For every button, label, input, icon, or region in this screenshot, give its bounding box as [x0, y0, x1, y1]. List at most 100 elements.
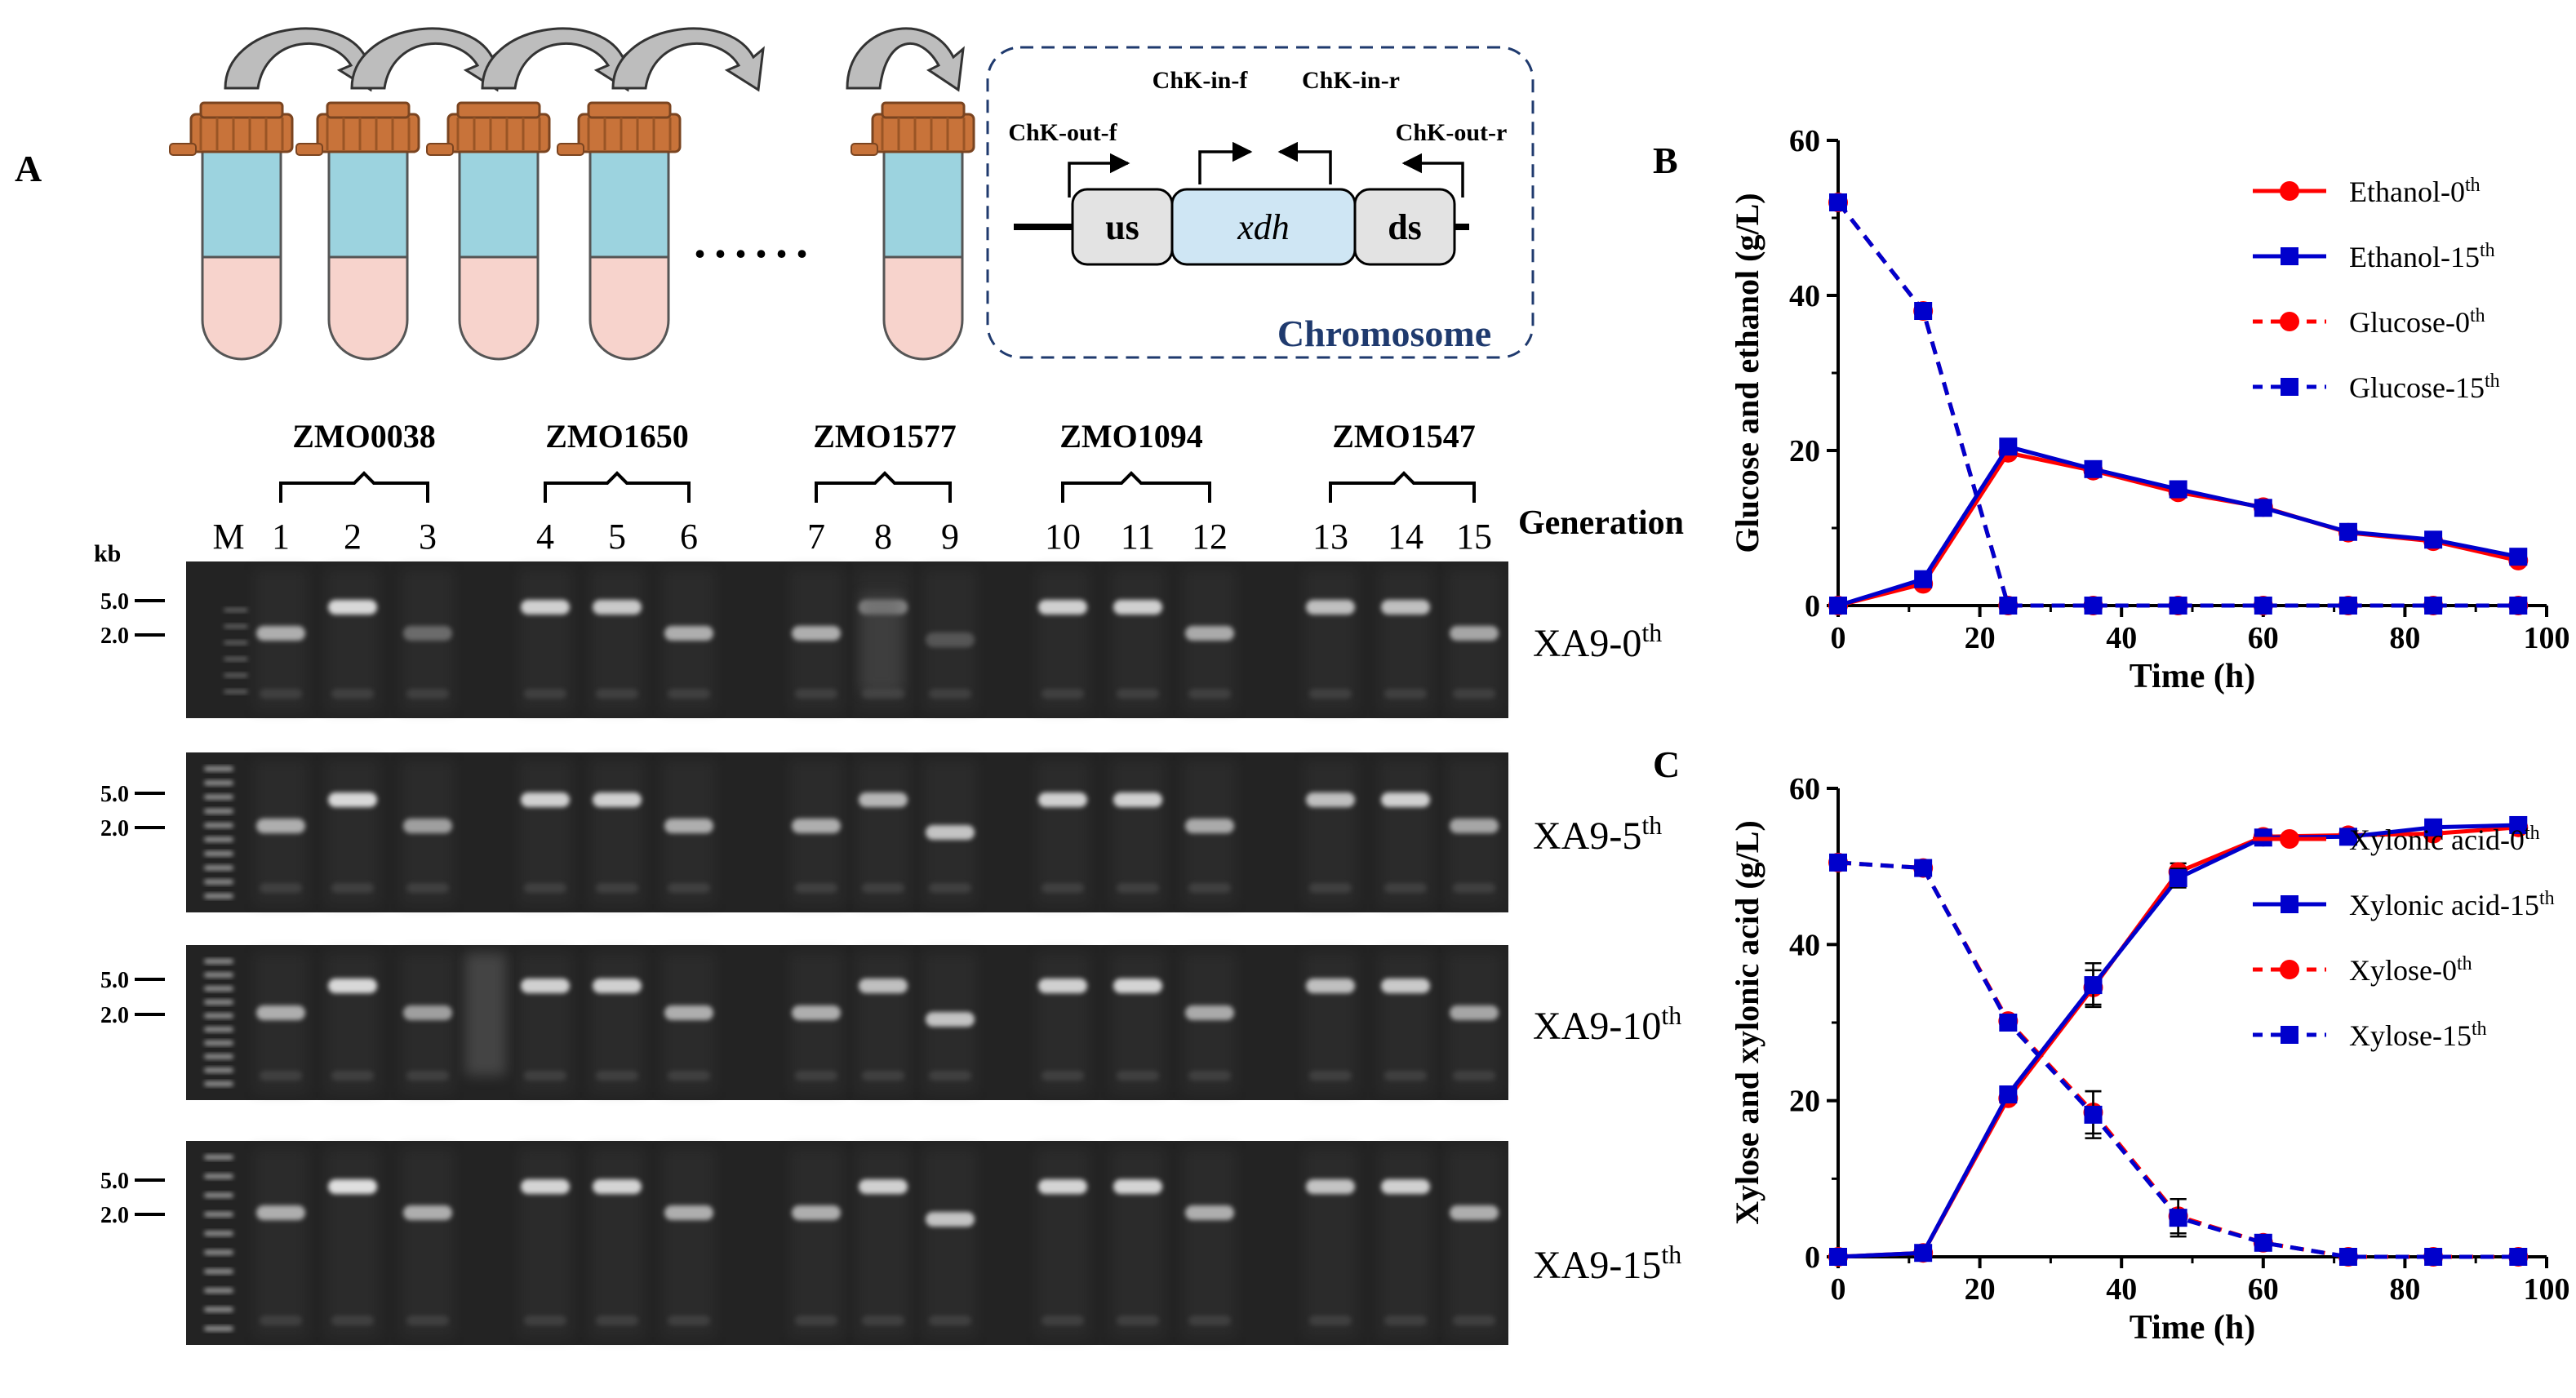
legend-label: Xylose-0th	[2349, 953, 2472, 987]
primer-dimer-band	[1042, 689, 1084, 699]
x-axis-label: Time (h)	[2130, 658, 2255, 695]
primer-dimer-band	[1188, 689, 1231, 699]
ellipsis-text: ......	[694, 214, 816, 268]
lane-smear	[857, 953, 909, 1092]
lane-smear	[326, 761, 379, 904]
data-point	[2424, 1248, 2443, 1266]
lane-smear	[402, 953, 454, 1092]
data-point	[2254, 499, 2272, 517]
dna-band	[1306, 979, 1355, 993]
primer-dimer-band	[1117, 1316, 1159, 1325]
dna-band	[1306, 600, 1355, 615]
dna-band	[1450, 1205, 1499, 1220]
data-point	[1829, 193, 1847, 211]
gene-label: ZMO1547	[1332, 418, 1476, 455]
tube-cap	[189, 113, 294, 153]
lane-number: 12	[1192, 517, 1228, 557]
primer-dimer-band	[331, 1071, 374, 1081]
primer-dimer-band	[1188, 1071, 1231, 1081]
dna-band	[256, 1005, 305, 1020]
dna-band	[403, 819, 452, 833]
lane-smear	[1112, 570, 1164, 710]
legend-label: Glucose-0th	[2349, 305, 2485, 339]
generation-row-label: XA9-10th	[1533, 1001, 1681, 1048]
data-point	[1999, 1085, 2018, 1104]
dna-band	[1185, 819, 1234, 833]
ladder-band	[204, 851, 233, 856]
data-point	[2338, 597, 2357, 615]
primer-dimer-band	[524, 883, 566, 893]
data-point	[2338, 522, 2357, 541]
primer-dimer-band	[406, 689, 449, 699]
gene-bracket	[1329, 471, 1476, 503]
series-line	[1837, 201, 2519, 608]
primer-dimer-band	[1453, 1071, 1495, 1081]
dna-band	[1381, 600, 1430, 615]
y-tick-label: 60	[1789, 772, 1820, 806]
data-point	[2169, 1209, 2187, 1227]
data-point	[2509, 548, 2528, 566]
lane-number: 9	[941, 517, 959, 557]
lane-smear	[591, 761, 643, 904]
dna-band	[1450, 1005, 1499, 1020]
series-line	[1837, 860, 2519, 1259]
primer-dimer-band	[1384, 1316, 1427, 1325]
legend-label: Ethanol-15th	[2349, 240, 2495, 273]
gene-bracket	[279, 471, 429, 503]
lane-smear	[1112, 761, 1164, 904]
data-point	[1999, 1014, 2018, 1032]
legend-marker	[2280, 181, 2299, 201]
ladder-band	[204, 1054, 233, 1059]
dna-band	[792, 819, 841, 833]
data-point	[2084, 597, 2103, 615]
data-point	[2084, 1105, 2103, 1124]
tube-cap	[446, 113, 551, 153]
primer-dimer-band	[1309, 1316, 1352, 1325]
tube-cap-tab	[557, 143, 584, 156]
panel-label-b: B	[1653, 140, 1678, 181]
lane-smear	[255, 953, 307, 1092]
dna-band	[1306, 792, 1355, 807]
ladder-band	[204, 1231, 233, 1236]
dna-band	[792, 1005, 841, 1020]
primer-dimer-band	[260, 1071, 302, 1081]
y-tick-label: 60	[1789, 124, 1820, 158]
primer-dimer-band	[1453, 689, 1495, 699]
dna-band	[664, 626, 713, 641]
lane-smear	[326, 570, 379, 710]
ladder-band	[204, 1013, 233, 1019]
ladder-band	[204, 879, 233, 885]
primer-out-r-label: ChK-out-r	[1396, 119, 1508, 146]
size-label: 5.0	[100, 968, 129, 993]
data-point	[1999, 437, 2018, 456]
generation-row-label: XA9-5th	[1533, 810, 1662, 858]
ladder-band	[204, 1000, 233, 1005]
primer-dimer-band	[668, 689, 710, 699]
data-point	[2509, 1248, 2528, 1266]
panel-label-c: C	[1653, 743, 1680, 785]
transfer-arrow	[481, 27, 634, 92]
dna-band	[593, 979, 642, 993]
primer-dimer-band	[524, 1071, 566, 1081]
x-tick-label: 40	[2106, 1272, 2137, 1307]
lane-smear	[402, 1149, 454, 1337]
size-label: 2.0	[100, 816, 129, 841]
ladder-band	[204, 809, 233, 814]
dna-band	[521, 600, 570, 615]
data-point	[2424, 530, 2443, 549]
generation-row-label: XA9-0th	[1533, 618, 1662, 665]
ladder-band	[204, 1155, 233, 1160]
dna-band	[1381, 979, 1430, 993]
size-label: 5.0	[100, 1169, 129, 1194]
lane-smear	[591, 1149, 643, 1337]
primer-dimer-band	[929, 1316, 971, 1325]
tube-cap-top	[456, 101, 541, 119]
primer-dimer-band	[1117, 1071, 1159, 1081]
legend-marker	[2280, 960, 2299, 979]
ladder-band	[224, 673, 248, 677]
dna-band	[256, 626, 305, 641]
dna-band	[859, 792, 908, 807]
primer-dimer-band	[795, 1071, 837, 1081]
primer-in-f-label: ChK-in-f	[1153, 67, 1249, 94]
